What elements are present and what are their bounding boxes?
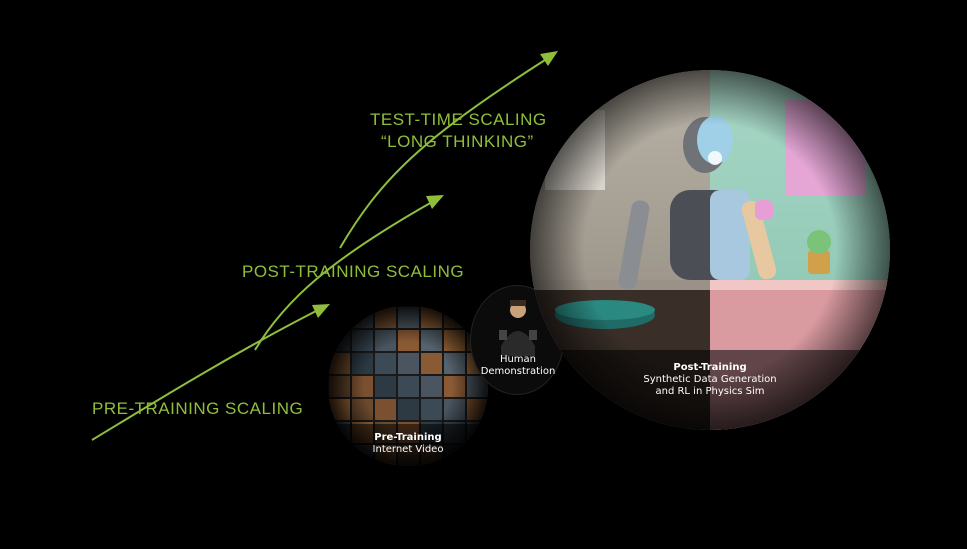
long-thinking-label: “LONG THINKING” (381, 132, 534, 151)
pretraining-circle (328, 306, 488, 466)
pre-training-scaling-label: PRE-TRAINING SCALING (92, 399, 304, 418)
pre-training-arrowhead (312, 304, 330, 318)
posttraining-caption: Post-Training Synthetic Data Generation … (630, 362, 790, 398)
pretraining-subtitle: Internet Video (372, 444, 444, 455)
test-time-scaling-label: TEST-TIME SCALING (370, 110, 547, 129)
posttraining-line2: and RL in Physics Sim (655, 386, 765, 397)
human-demonstration-circle (471, 286, 563, 394)
post-training-scaling-label: POST-TRAINING SCALING (242, 262, 465, 281)
internet-video-grid (328, 306, 488, 466)
posttraining-line1: Synthetic Data Generation (643, 374, 777, 385)
human-line1: Human (499, 354, 537, 365)
post-training-arrow (254, 201, 433, 351)
post-training-arrowhead (426, 195, 444, 209)
posttraining-title: Post-Training (673, 362, 747, 373)
pretraining-caption: Pre-Training Internet Video (358, 432, 458, 456)
test-time-arrowhead (540, 51, 558, 66)
human-caption: Human Demonstration (478, 354, 558, 378)
person-figure (499, 300, 537, 356)
pretraining-title: Pre-Training (374, 432, 442, 443)
test-time-arrow (339, 59, 546, 249)
human-line2: Demonstration (480, 366, 556, 377)
pre-training-arrow (91, 309, 319, 441)
